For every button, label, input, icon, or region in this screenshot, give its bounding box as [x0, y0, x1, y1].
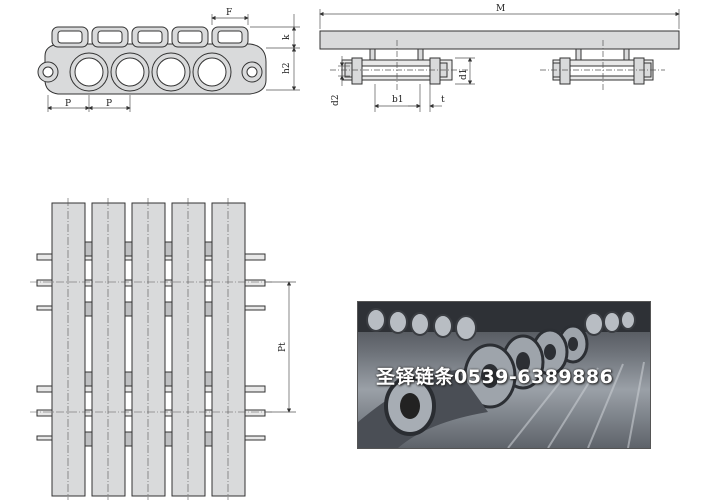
- label-plate-thickness: t: [441, 95, 445, 105]
- label-pin-diameter: d2: [331, 95, 341, 107]
- side-view-dimensions: [47, 14, 300, 112]
- label-flight-width: F: [226, 8, 232, 18]
- slats: [51, 202, 246, 497]
- top-view: [36, 202, 266, 497]
- flights: [51, 26, 249, 48]
- side-view: [37, 26, 267, 95]
- label-roller-diameter: d1: [459, 69, 469, 81]
- label-row-pitch: Pt: [278, 342, 288, 352]
- cross-section: [319, 30, 680, 85]
- label-pitch-left: P: [65, 99, 71, 109]
- rollers: [37, 52, 263, 92]
- product-photo: 圣铎链条0539-6389886: [357, 301, 651, 449]
- cross-section-dimensions: [319, 9, 680, 112]
- photo-rollers: [358, 302, 650, 448]
- label-height: h2: [282, 62, 292, 74]
- label-total-width: M: [496, 4, 505, 14]
- label-pitch-right: P: [106, 99, 112, 109]
- roller-blocks: [84, 241, 213, 447]
- top-view-centerlines: [30, 198, 272, 500]
- photo-watermark: 圣铎链条0539-6389886: [376, 366, 614, 388]
- label-inner-width: b1: [392, 95, 404, 105]
- top-view-dimensions: [265, 281, 296, 413]
- label-flight-height: k: [282, 34, 292, 40]
